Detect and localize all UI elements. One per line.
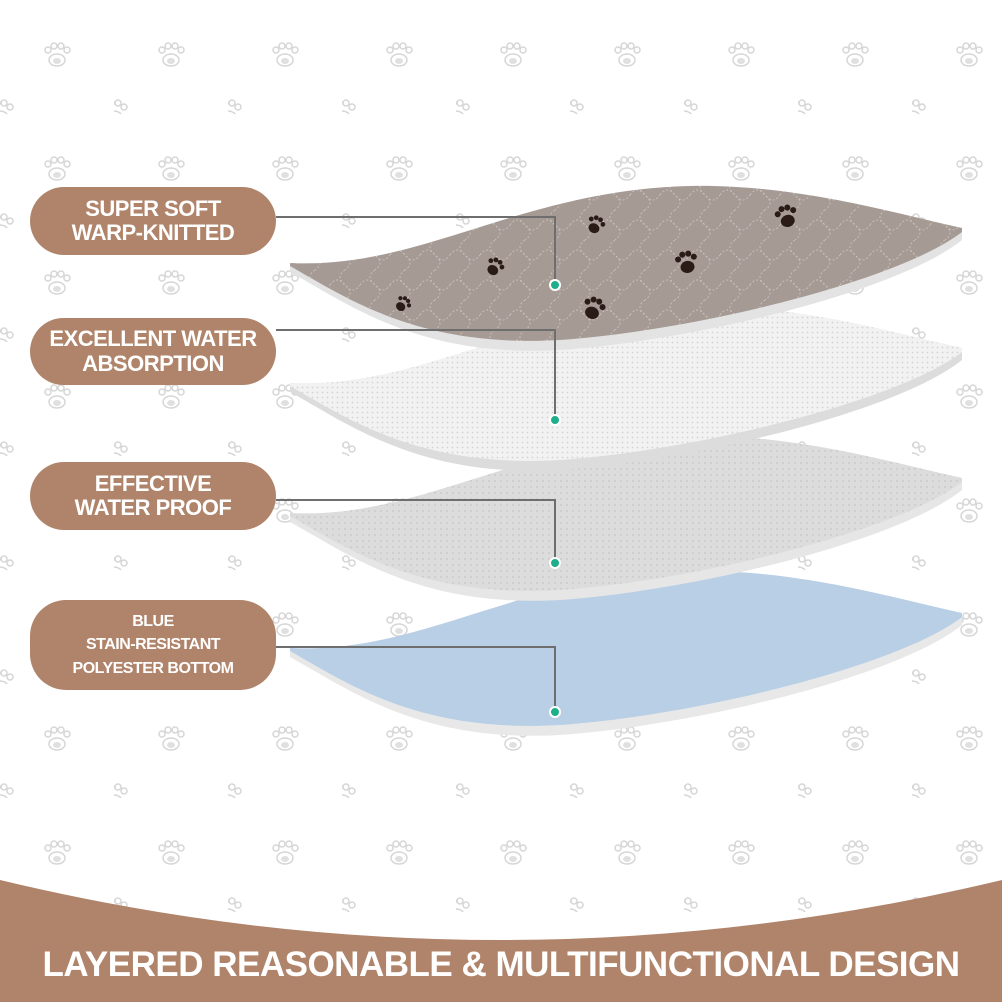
- connector-lines: [276, 216, 556, 712]
- label-line: EFFECTIVE: [94, 470, 212, 496]
- bottom-banner: [0, 880, 1002, 1002]
- blue-bottom-layer: [290, 570, 962, 736]
- label-line: STAIN-RESISTANT: [85, 636, 221, 654]
- banner-title: LAYERED REASONABLE & MULTIFUNCTIONAL DES…: [42, 945, 960, 984]
- label-line: EXCELLENT WATER: [49, 326, 257, 352]
- label-water-absorption: EXCELLENT WATER ABSORPTION: [30, 318, 276, 385]
- label-super-soft: SUPER SOFT WARP-KNITTED: [30, 187, 276, 255]
- label-line: ABSORPTION: [82, 350, 224, 376]
- label-polyester-bottom: BLUE STAIN-RESISTANT POLYESTER BOTTOM: [30, 600, 276, 690]
- paw-print-icons: [396, 204, 797, 319]
- warp-knitted-top-layer: [290, 185, 962, 351]
- label-line: POLYESTER BOTTOM: [72, 659, 234, 677]
- label-line: WARP-KNITTED: [71, 220, 235, 245]
- label-line: SUPER SOFT: [85, 195, 221, 221]
- label-line: BLUE: [132, 613, 174, 631]
- label-line: WATER PROOF: [74, 495, 232, 520]
- layer-dots: [549, 279, 561, 718]
- label-waterproof: EFFECTIVE WATER PROOF: [30, 462, 276, 530]
- absorption-layer: [290, 305, 962, 471]
- waterproof-layer: [290, 435, 962, 601]
